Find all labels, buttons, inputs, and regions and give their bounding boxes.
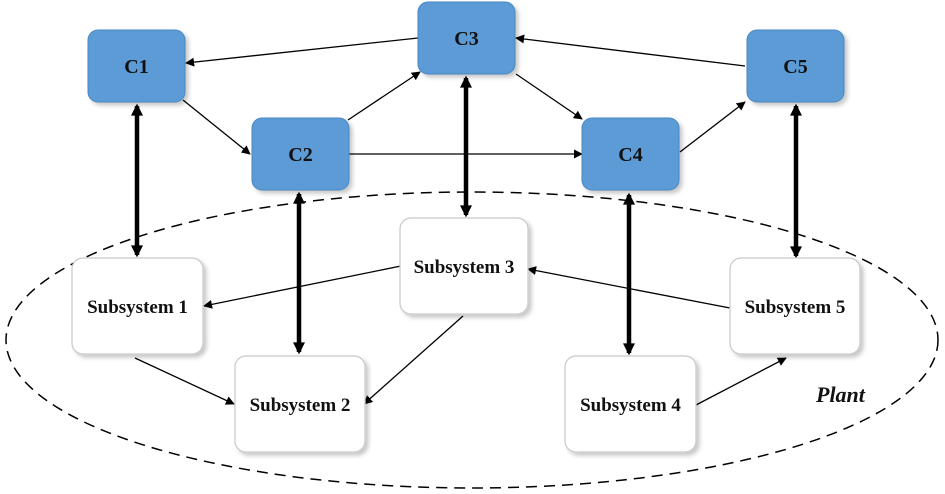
plant-label: Plant	[815, 382, 866, 407]
controller-c2: C2	[251, 117, 350, 191]
subsystem-3: Subsystem 3	[399, 217, 529, 315]
arrow-c3-to-c1	[185, 37, 419, 67]
subsystem-2-label: Subsystem 2	[250, 395, 351, 416]
subsystem-5: Subsystem 5	[729, 257, 861, 355]
arrow-sub3-to-sub2	[363, 315, 464, 405]
subsystem-2: Subsystem 2	[234, 355, 366, 453]
controller-c4: C4	[581, 117, 680, 191]
arrow-sub1-to-sub2	[134, 357, 235, 405]
controller-c1-label: C1	[124, 56, 148, 78]
controller-c4-label: C4	[618, 144, 642, 166]
arrow-c3-to-c4	[515, 73, 583, 120]
controller-c5: C5	[746, 29, 845, 103]
controller-c3-label: C3	[454, 28, 478, 50]
arrow-sub4-to-sub5	[695, 357, 787, 406]
subsystem-4-label: Subsystem 4	[580, 395, 681, 416]
controller-c1: C1	[87, 29, 186, 103]
controller-c3: C3	[417, 1, 516, 75]
arrow-c5-to-c3	[515, 34, 746, 67]
arrow-c2-to-c3	[347, 71, 421, 121]
subsystem-5-label: Subsystem 5	[745, 297, 846, 318]
subsystem-1: Subsystem 1	[71, 257, 204, 355]
plant-boundary	[5, 191, 939, 489]
subsystem-4: Subsystem 4	[564, 355, 697, 453]
controller-c5-label: C5	[783, 56, 807, 78]
arrow-sub3-to-sub1	[203, 265, 402, 309]
arrow-c1-to-c2	[182, 99, 251, 155]
arrow-c4-to-c5	[679, 101, 746, 153]
subsystem-3-label: Subsystem 3	[414, 257, 515, 278]
controller-c2-label: C2	[288, 144, 312, 166]
subsystem-1-label: Subsystem 1	[87, 297, 188, 318]
